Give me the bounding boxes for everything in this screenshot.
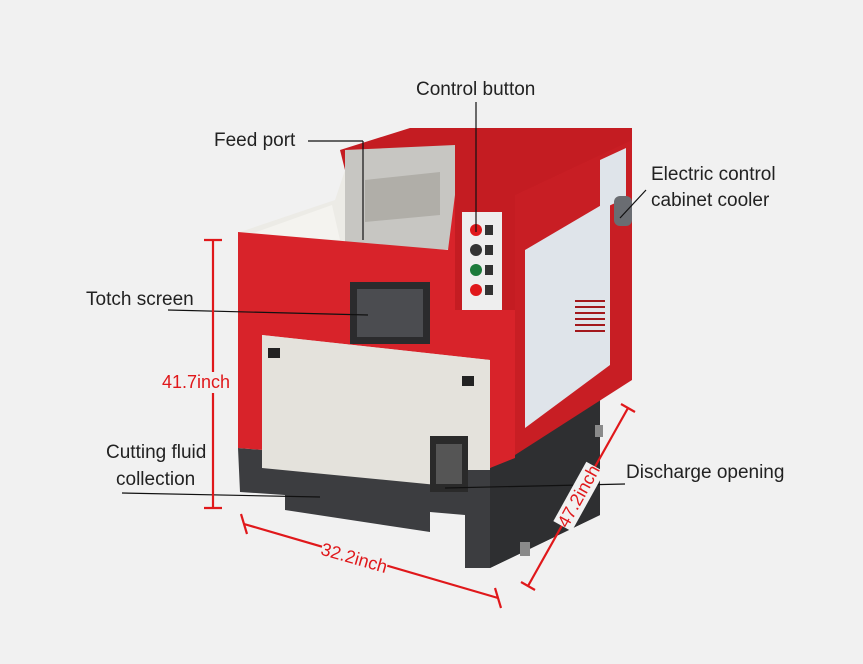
label-touch-screen: Totch screen — [86, 289, 194, 310]
label-cooler-line2: cabinet cooler — [651, 190, 770, 211]
machine-front — [238, 195, 632, 492]
label-feed-port: Feed port — [214, 130, 296, 151]
label-fluid-line2: collection — [116, 469, 196, 490]
dim-height-label: 41.7inch — [162, 372, 231, 393]
leader-touch-screen — [167, 309, 369, 316]
label-control-button: Control button — [416, 79, 536, 100]
label-cooler-line1: Electric control — [651, 164, 776, 185]
label-fluid-line1: Cutting fluid — [106, 442, 207, 463]
machine-right-side — [515, 138, 632, 455]
control-buttons — [470, 224, 493, 296]
label-discharge: Discharge opening — [626, 462, 785, 483]
leader-fluid-collection — [121, 492, 321, 498]
feed-hopper — [240, 170, 448, 252]
leader-cooler — [619, 189, 647, 219]
machine-top — [340, 128, 632, 250]
